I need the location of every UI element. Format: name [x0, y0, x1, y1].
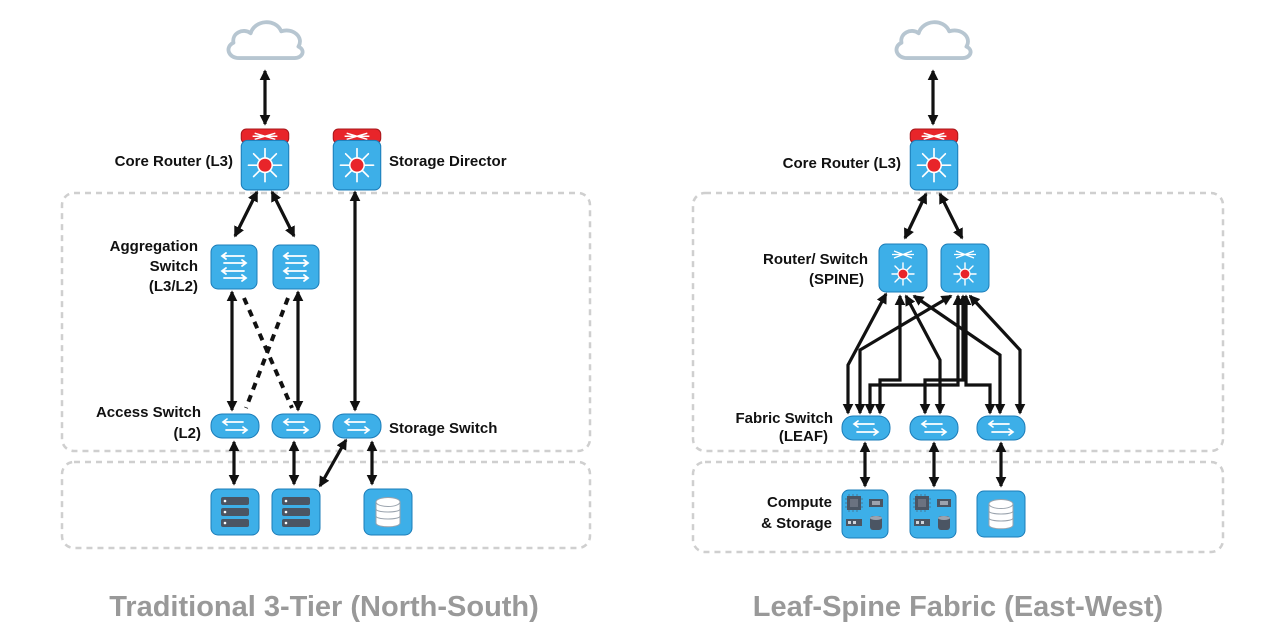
- aggregation-switch-icon: [272, 244, 320, 290]
- compute-node-icon: [909, 489, 957, 539]
- server-icon: [271, 488, 321, 536]
- cloud-icon: [228, 22, 302, 58]
- access-switch-label-line1: Access Switch: [96, 404, 201, 421]
- core-spine2-link: [938, 192, 964, 240]
- spine-router-icon: [940, 243, 990, 293]
- leaf-switch-icon: [841, 415, 891, 441]
- spine-label-line2: (SPINE): [809, 271, 864, 288]
- core-router-label: Core Router (L3): [115, 153, 233, 170]
- spine-router-icon: [878, 243, 928, 293]
- aggregation-switch-icon: [210, 244, 258, 290]
- storage-director-icon: [332, 128, 382, 191]
- left-caption: Traditional 3-Tier (North-South): [109, 591, 539, 623]
- database-icon: [363, 488, 413, 536]
- access-switch-icon: [210, 413, 260, 439]
- core-spine1-link: [903, 192, 928, 240]
- compute-node-icon: [841, 489, 889, 539]
- access-switch-icon: [271, 413, 321, 439]
- storage-director-label: Storage Director: [389, 153, 507, 170]
- aggregation-label-line1: Aggregation: [110, 238, 198, 255]
- aggregation-label-line3: (L3/L2): [149, 278, 198, 295]
- left-diagram: Core Router (L3) Storage Director Aggreg…: [60, 22, 592, 623]
- storage-switch-label: Storage Switch: [389, 420, 497, 437]
- aggregation-label-line2: Switch: [150, 258, 198, 275]
- leaf-switch-icon: [909, 415, 959, 441]
- core-router-icon: [909, 128, 959, 191]
- cloud-icon: [896, 22, 970, 58]
- compute-zone: [691, 460, 1225, 554]
- agg2-access1-standby-link: [244, 297, 290, 409]
- leaf-label-line1: Fabric Switch: [735, 410, 833, 427]
- core-router-icon: [240, 128, 290, 191]
- storage-switch-icon: [332, 413, 382, 439]
- left-connections: [226, 69, 378, 488]
- spine-label-line1: Router/ Switch: [763, 251, 868, 268]
- storage-switch-server2-link: [318, 438, 348, 488]
- right-diagram: Core Router (L3) Router/ Switch (SPINE) …: [691, 22, 1225, 623]
- access-switch-label-line2: (L2): [174, 425, 202, 442]
- spine2-leaf3b-link: [960, 294, 996, 415]
- spine2-leaf3-link: [968, 294, 1026, 415]
- server-icon: [210, 488, 260, 536]
- endpoint-zone: [60, 460, 592, 550]
- database-icon: [976, 490, 1026, 538]
- compute-label-line2: & Storage: [761, 515, 832, 532]
- core-agg2-link: [270, 190, 296, 238]
- right-caption: Leaf-Spine Fabric (East-West): [753, 591, 1163, 623]
- right-connections: [842, 69, 1026, 488]
- spine1-leaf1b-link: [874, 294, 906, 415]
- core-router-label: Core Router (L3): [783, 155, 901, 172]
- leaf-switch-icon: [976, 415, 1026, 441]
- core-agg1-link: [233, 190, 259, 238]
- compute-label-line1: Compute: [767, 494, 832, 511]
- leaf-label-line2: (LEAF): [779, 428, 828, 445]
